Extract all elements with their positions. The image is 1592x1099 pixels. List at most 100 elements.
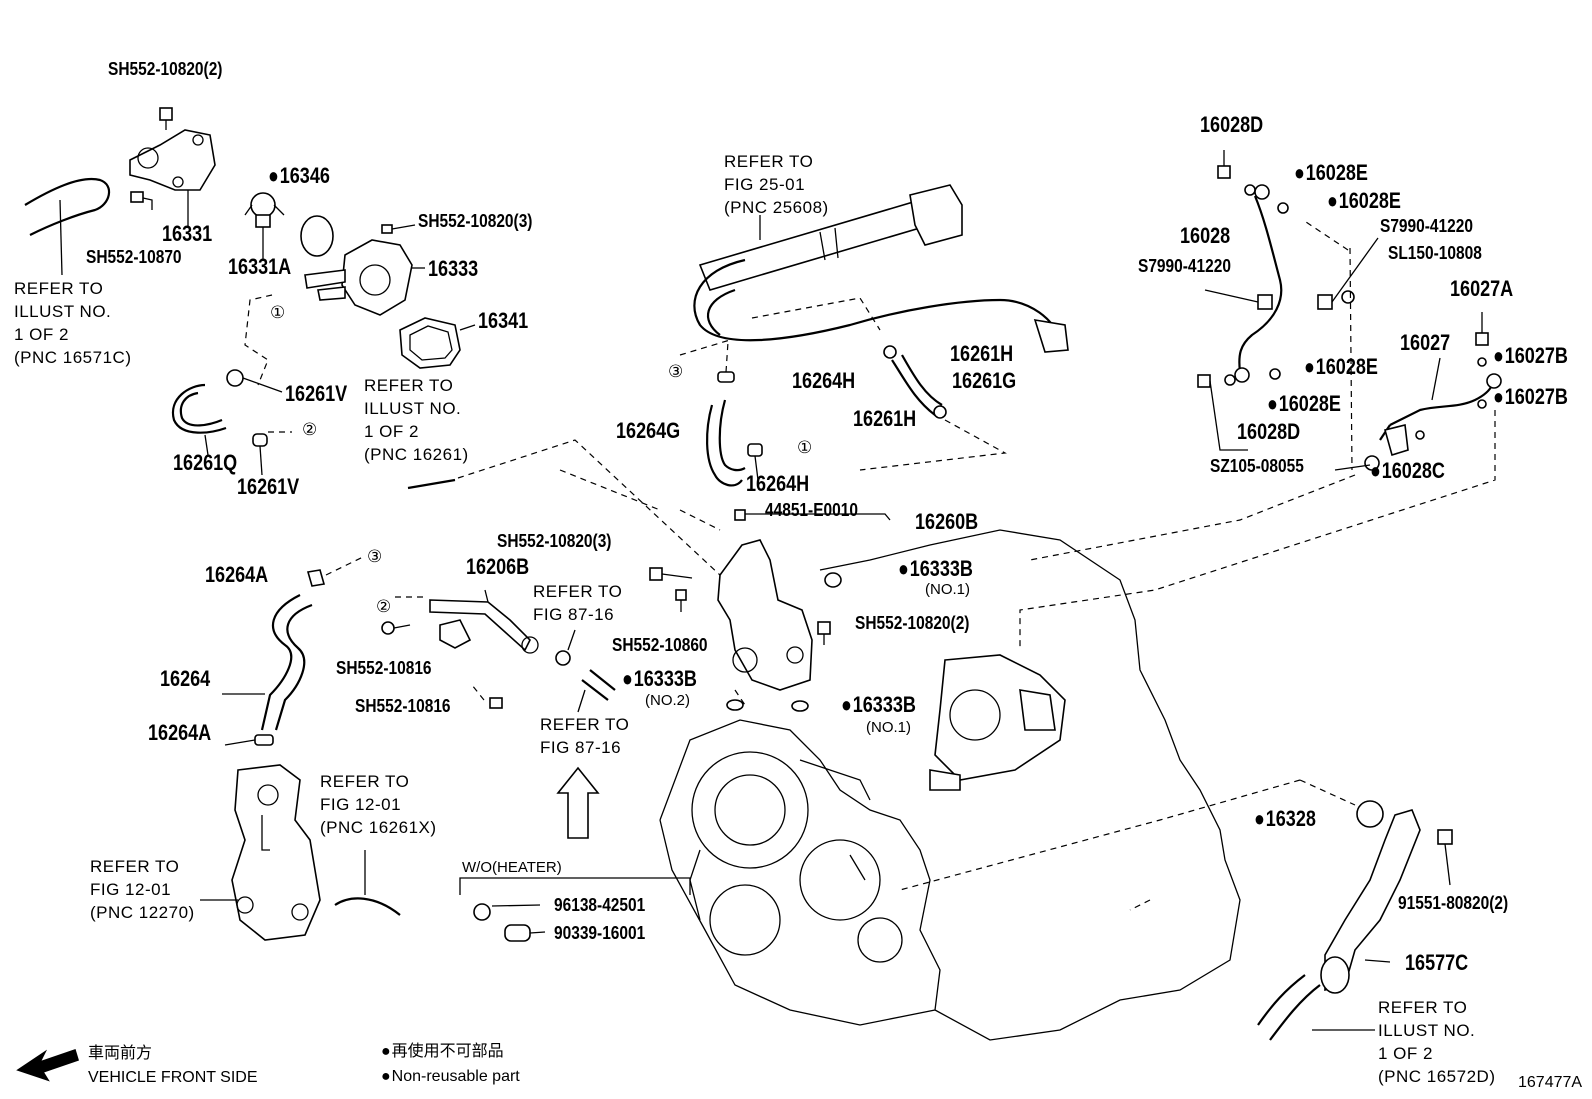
callout-16261g[interactable]: 16261G	[952, 368, 1017, 393]
callout-16264g[interactable]: 16264G	[616, 418, 681, 443]
ref-fig-12-01-pnc-12270[interactable]: REFER TO FIG 12-01 (PNC 12270)	[90, 857, 195, 922]
callout-16264a-upper[interactable]: 16264A	[205, 562, 269, 587]
ref-illust-16571c[interactable]: REFER TO ILLUST NO. 1 OF 2 (PNC 16571C)	[14, 279, 132, 367]
callout-16331a[interactable]: 16331A	[228, 254, 292, 279]
callout-16028e-d[interactable]: 16028E	[1267, 393, 1341, 415]
washer-16028e-d-icon	[1224, 374, 1236, 386]
callout-16264h-upper[interactable]: 16264H	[792, 368, 856, 393]
water-outlet-hose-illustration	[24, 177, 111, 276]
callout-16027b-a[interactable]: 16027B	[1493, 345, 1568, 367]
callout-16260b[interactable]: 16260B	[915, 509, 979, 534]
callout-sh552-10870[interactable]: SH552-10870	[86, 247, 182, 267]
ref-fig-87-16-lower[interactable]: REFER TO FIG 87-16	[540, 715, 630, 757]
hose-ref-16261x-illustration	[334, 850, 401, 916]
o-ring-16328-illustration	[1356, 800, 1384, 828]
washer-16028e-a-icon	[1244, 184, 1256, 196]
nut-sl150-10808-icon	[1341, 290, 1355, 304]
o-ring-16333b-right-illustration	[791, 700, 809, 712]
callout-16261v-lower[interactable]: 16261V	[237, 474, 300, 499]
callout-44851-e0010[interactable]: 44851-E0010	[765, 500, 858, 520]
callout-16333[interactable]: 16333	[428, 256, 479, 281]
clip-s7990-41220-a-icon	[1204, 289, 1273, 310]
callout-16346[interactable]: 16346	[268, 165, 330, 187]
callout-16341[interactable]: 16341	[478, 308, 529, 333]
callout-16333b-no2[interactable]: 16333B	[622, 668, 697, 690]
callout-96138-42501[interactable]: 96138-42501	[554, 895, 646, 915]
clamp-16264a-upper-icon	[306, 555, 366, 587]
sublabel-no2: (NO.2)	[645, 692, 690, 709]
clamp-16261v-lower-icon	[252, 431, 292, 476]
callout-16333b-top[interactable]: 16333B	[898, 558, 973, 580]
callout-16261q[interactable]: 16261Q	[173, 450, 238, 475]
bolt-sh552-10816-lower-icon	[471, 684, 503, 709]
callout-s7990-41220-right[interactable]: S7990-41220	[1380, 216, 1473, 236]
diagram-id: 167477A	[1518, 1074, 1583, 1091]
washer-16028e-b-icon	[1277, 202, 1289, 214]
callout-16264h-lower[interactable]: 16264H	[746, 471, 810, 496]
ref-fig-25-01[interactable]: REFER TO FIG 25-01 (PNC 25608)	[724, 152, 829, 217]
callout-16206b[interactable]: 16206B	[466, 554, 530, 579]
callout-sh552-10860[interactable]: SH552-10860	[612, 635, 708, 655]
callout-16027[interactable]: 16027	[1400, 330, 1451, 355]
callout-sz105-08055[interactable]: SZ105-08055	[1210, 456, 1304, 476]
hose-16264-illustration	[222, 594, 313, 731]
callout-16028e-a[interactable]: 16028E	[1294, 162, 1368, 184]
callout-sh552-10820-3-mid[interactable]: SH552-10820(3)	[497, 531, 612, 551]
gasket-ring-illustration	[300, 215, 334, 257]
clamp-fig87-icon	[555, 629, 576, 666]
egr-cooler-illustration	[693, 184, 1069, 353]
ref-illust-16572d[interactable]: REFER TO ILLUST NO. 1 OF 2 (PNC 16572D)	[1378, 998, 1496, 1086]
legend-nonreuse-jp: 再使用不可部品	[381, 1044, 504, 1060]
clamp-16264h-lower-icon	[747, 443, 763, 481]
callout-sh552-10816-upper[interactable]: SH552-10816	[336, 658, 432, 678]
callout-91551-80820[interactable]: 91551-80820(2)	[1398, 893, 1509, 913]
callout-16328[interactable]: 16328	[1254, 808, 1316, 830]
hose-ref-16261-illustration	[407, 478, 456, 490]
ref-illust-16261[interactable]: REFER TO ILLUST NO. 1 OF 2 (PNC 16261)	[364, 376, 469, 464]
o-ring-16333b-top-illustration	[824, 572, 842, 588]
callout-16261v-upper[interactable]: 16261V	[285, 381, 348, 406]
callout-16264a-lower[interactable]: 16264A	[148, 720, 212, 745]
callout-16028[interactable]: 16028	[1180, 223, 1231, 248]
callout-16333b-right[interactable]: 16333B	[841, 694, 916, 716]
sublabel-no1-right: (NO.1)	[866, 719, 911, 736]
callout-s7990-41220-left[interactable]: S7990-41220	[1138, 256, 1231, 276]
water-outlet-16260b-illustration	[679, 509, 891, 706]
ref-fig-87-16-upper[interactable]: REFER TO FIG 87-16	[533, 582, 623, 624]
callout-16028e-b[interactable]: 16028E	[1327, 190, 1401, 212]
callout-16028d-lower[interactable]: 16028D	[1237, 419, 1301, 444]
marker-circle-2-b: ②	[376, 597, 392, 616]
gasket-16341-illustration	[399, 317, 476, 369]
callout-sh552-10820-2-mid[interactable]: SH552-10820(2)	[855, 613, 970, 633]
bolt-16028d-upper-icon	[1217, 150, 1231, 179]
marker-circle-3-a: ③	[668, 362, 684, 381]
ref-fig-12-01-pnc-16261x[interactable]: REFER TO FIG 12-01 (PNC 16261X)	[320, 772, 437, 837]
callout-sl150-10808[interactable]: SL150-10808	[1388, 243, 1482, 263]
callout-16028d-upper[interactable]: 16028D	[1200, 112, 1264, 137]
bolt-sh552-10816-upper-icon	[381, 621, 411, 635]
callout-16261h-upper[interactable]: 16261H	[950, 341, 1014, 366]
bolt-91551-80820-icon	[1437, 829, 1453, 886]
clamp-96138-42501-icon	[473, 903, 541, 921]
throttle-body-illustration	[929, 654, 1066, 791]
callout-16027b-b[interactable]: 16027B	[1493, 386, 1568, 408]
callout-sh552-10816-lower[interactable]: SH552-10816	[355, 696, 451, 716]
callout-16028e-c[interactable]: 16028E	[1304, 356, 1378, 378]
callout-sh552-10820-2-top[interactable]: SH552-10820(2)	[108, 59, 223, 79]
legend-front-en: VEHICLE FRONT SIDE	[88, 1069, 258, 1086]
callout-16577c[interactable]: 16577C	[1405, 950, 1469, 975]
callout-16261h-lower[interactable]: 16261H	[853, 406, 917, 431]
callout-sh552-10820-3-top[interactable]: SH552-10820(3)	[418, 211, 533, 231]
clamp-16264a-lower-icon	[224, 734, 274, 746]
callout-90339-16001[interactable]: 90339-16001	[554, 923, 646, 943]
callout-16331[interactable]: 16331	[162, 221, 213, 246]
pipe-16577c-illustration	[1257, 809, 1421, 1041]
callout-16027a[interactable]: 16027A	[1450, 276, 1514, 301]
callout-16028c[interactable]: 16028C	[1370, 460, 1445, 482]
thermostat-16346-illustration	[244, 192, 285, 260]
hose-16333b-no2-illustration	[577, 669, 616, 713]
marker-circle-3-b: ③	[367, 547, 383, 566]
callout-16264[interactable]: 16264	[160, 666, 211, 691]
marker-circle-2-a: ②	[302, 420, 318, 439]
clip-s7990-41220-b-icon	[1317, 237, 1379, 310]
